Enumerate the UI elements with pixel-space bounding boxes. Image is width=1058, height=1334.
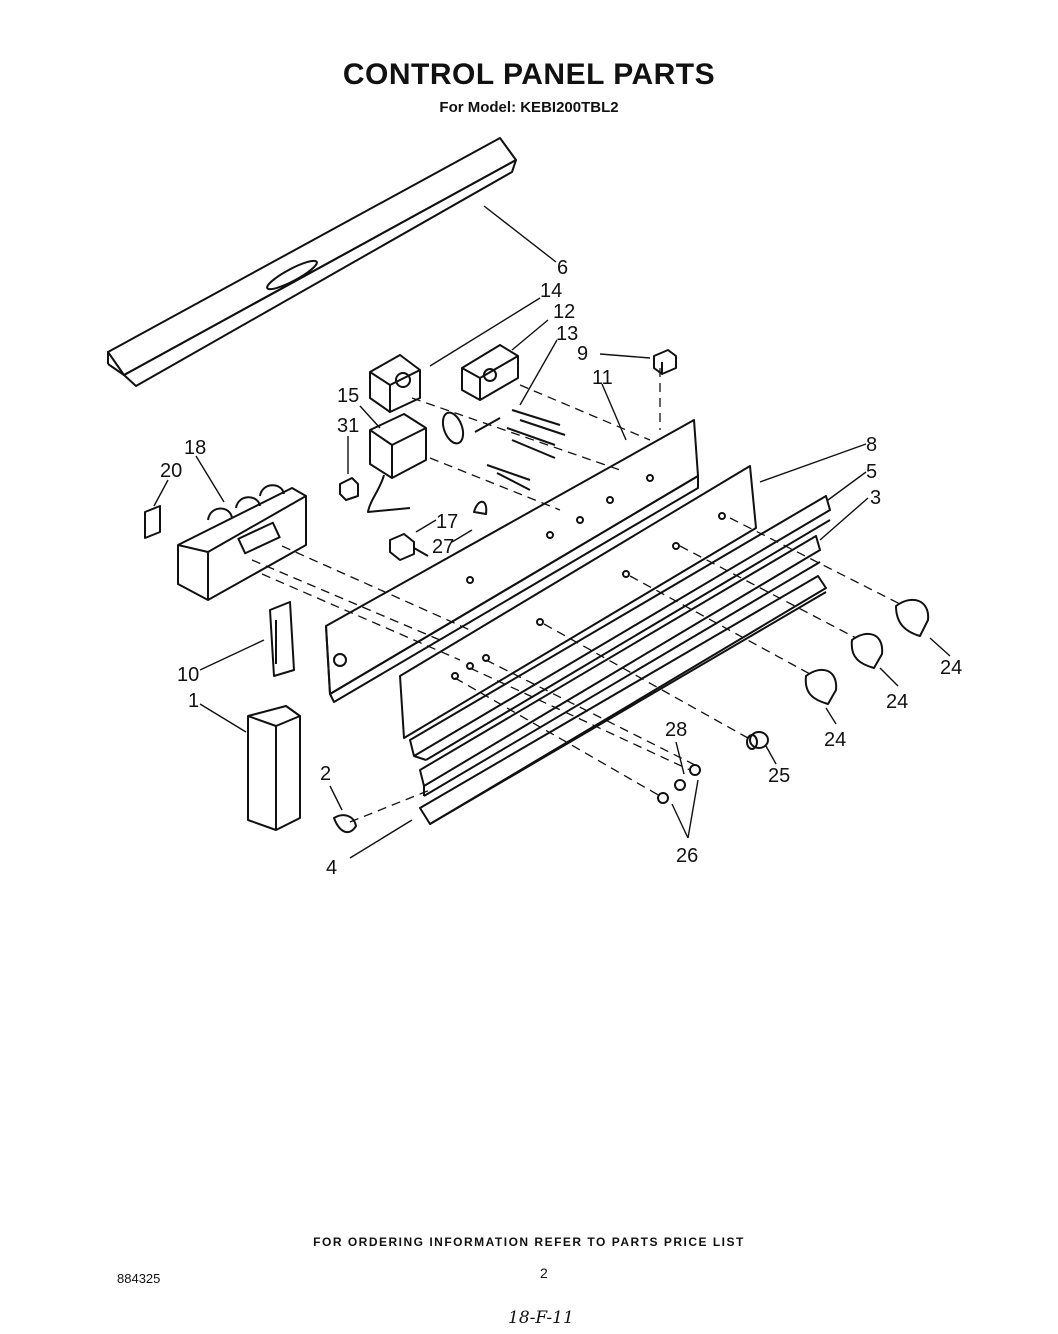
part-9-clip xyxy=(653,349,677,375)
callout-4: 4 xyxy=(326,857,337,879)
part-6-top-trim xyxy=(107,137,517,387)
callout-5: 5 xyxy=(866,461,877,483)
callout-27: 27 xyxy=(432,536,454,558)
callout-3: 3 xyxy=(870,487,881,509)
part-8-overlay-panel xyxy=(399,465,757,739)
part-11-rear-panel xyxy=(325,419,699,703)
part-12-switch xyxy=(461,344,519,401)
part-5-trim-strip xyxy=(409,495,831,761)
part-20-bracket xyxy=(144,505,161,539)
part-24-knobs xyxy=(804,598,930,705)
part-31-block xyxy=(339,477,359,501)
ordering-note: FOR ORDERING INFORMATION REFER TO PARTS … xyxy=(313,1235,745,1249)
handwritten-note: 18-F-11 xyxy=(508,1308,574,1328)
callout-20: 20 xyxy=(160,460,182,482)
callout-13: 13 xyxy=(556,323,578,345)
part-3-extrusion xyxy=(419,535,821,797)
part-26-screws xyxy=(657,764,701,804)
assembly-lines xyxy=(251,368,901,823)
leader-lines xyxy=(153,205,951,859)
part-25-plug xyxy=(746,731,769,750)
callout-9: 9 xyxy=(577,343,588,365)
part-18-display-board xyxy=(177,484,307,601)
callout-labels: 6 14 12 13 9 11 15 31 18 20 17 27 8 5 3 … xyxy=(160,257,962,879)
callout-25: 25 xyxy=(768,765,790,787)
callout-6: 6 xyxy=(557,257,568,279)
callout-14: 14 xyxy=(540,280,562,302)
part-10-bracket xyxy=(269,601,295,677)
callout-24-b: 24 xyxy=(886,691,908,713)
callout-1: 1 xyxy=(188,690,199,712)
page-number: 2 xyxy=(540,1265,548,1281)
callout-18: 18 xyxy=(184,437,206,459)
document-number: 884325 xyxy=(117,1271,161,1286)
callout-28: 28 xyxy=(665,719,687,741)
callout-15: 15 xyxy=(337,385,359,407)
callout-11: 11 xyxy=(592,367,613,389)
part-ring-and-rods xyxy=(441,411,501,445)
part-2-cap xyxy=(333,814,357,834)
callout-24-c: 24 xyxy=(824,729,846,751)
callout-2: 2 xyxy=(320,763,331,785)
callout-31: 31 xyxy=(337,415,359,437)
callout-12: 12 xyxy=(553,301,575,323)
callout-24-a: 24 xyxy=(940,657,962,679)
part-17-connector xyxy=(389,500,488,561)
part-1-end-cap xyxy=(247,705,301,831)
callout-8: 8 xyxy=(866,434,877,456)
part-14-component xyxy=(369,354,421,413)
callout-26: 26 xyxy=(676,845,698,867)
part-15-relay xyxy=(367,413,427,513)
part-4-lower-extrusion xyxy=(419,575,827,825)
page-title: CONTROL PANEL PARTS xyxy=(342,58,716,91)
part-13-wire-terminals xyxy=(486,409,566,491)
model-subtitle: For Model: KEBI200TBL2 xyxy=(439,99,619,116)
callout-17: 17 xyxy=(436,511,458,533)
callout-10: 10 xyxy=(177,664,199,686)
